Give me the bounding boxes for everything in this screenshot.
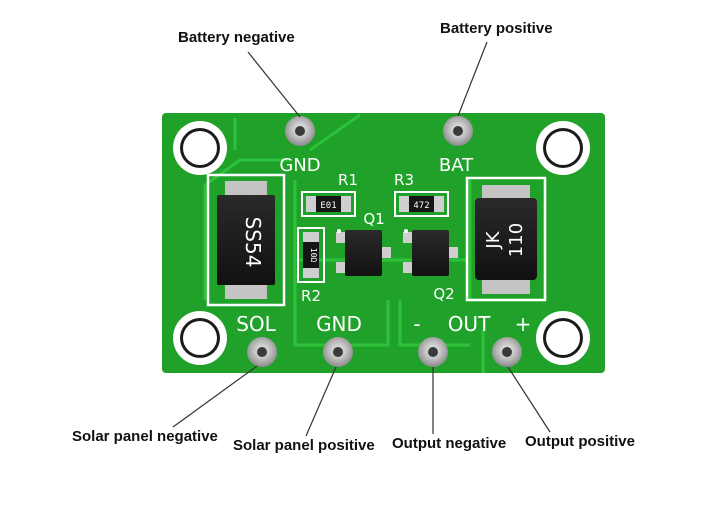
- diode-marking: SS54: [241, 217, 265, 268]
- leader-battery-positive: [457, 41, 488, 117]
- callout-solar-panel-positive: Solar panel positive: [233, 437, 375, 454]
- callout-output-negative: Output negative: [392, 435, 507, 452]
- mounting-hole-bottom-right: [536, 311, 590, 365]
- silk-gnd-top: GND: [279, 155, 320, 176]
- leader-solar-panel-negative: [172, 365, 258, 428]
- leader-output-positive: [507, 366, 551, 433]
- resistor-r1: E01: [301, 191, 356, 217]
- transistor-q1: [336, 229, 391, 276]
- pad-gnd-bottom: [323, 337, 353, 367]
- pad-out-minus: [418, 337, 448, 367]
- leader-solar-panel-positive: [305, 366, 337, 437]
- callout-battery-negative: Battery negative: [178, 29, 295, 46]
- silk-r2: R2: [301, 287, 321, 305]
- inductor-marking-2: 110: [506, 223, 527, 257]
- diode-ss54: SS54: [206, 173, 286, 307]
- resistor-r3: 472: [394, 191, 449, 217]
- silk-bat: BAT: [439, 155, 474, 176]
- leader-battery-negative: [247, 51, 301, 118]
- silk-r1: R1: [338, 171, 358, 189]
- silk-sol: SOL: [236, 312, 276, 336]
- mounting-hole-top-right: [536, 121, 590, 175]
- silk-plus: +: [515, 312, 532, 336]
- mounting-hole-top-left: [173, 121, 227, 175]
- r1-code: E01: [320, 201, 336, 211]
- silk-q1: Q1: [363, 210, 384, 228]
- inductor-marking-1: JK: [483, 230, 504, 249]
- resistor-r2: 10Ω: [297, 227, 325, 283]
- pad-gnd-top: [285, 116, 315, 146]
- silk-gnd-bottom: GND: [316, 312, 362, 336]
- mounting-hole-bottom-left: [173, 311, 227, 365]
- callout-solar-panel-negative: Solar panel negative: [72, 428, 218, 445]
- pad-sol: [247, 337, 277, 367]
- silk-r3: R3: [394, 171, 414, 189]
- silk-q2: Q2: [433, 285, 454, 303]
- callout-output-positive: Output positive: [525, 433, 635, 450]
- callout-battery-positive: Battery positive: [440, 20, 553, 37]
- silk-minus: -: [413, 312, 420, 336]
- leader-lines: [172, 41, 551, 437]
- silk-out: OUT: [448, 312, 491, 336]
- pad-bat: [443, 116, 473, 146]
- pad-out-plus: [492, 337, 522, 367]
- transistor-q2: [403, 229, 458, 276]
- inductor-jk110: JK 110: [465, 176, 547, 302]
- r2-code: 10Ω: [309, 248, 318, 263]
- r3-code: 472: [413, 201, 429, 211]
